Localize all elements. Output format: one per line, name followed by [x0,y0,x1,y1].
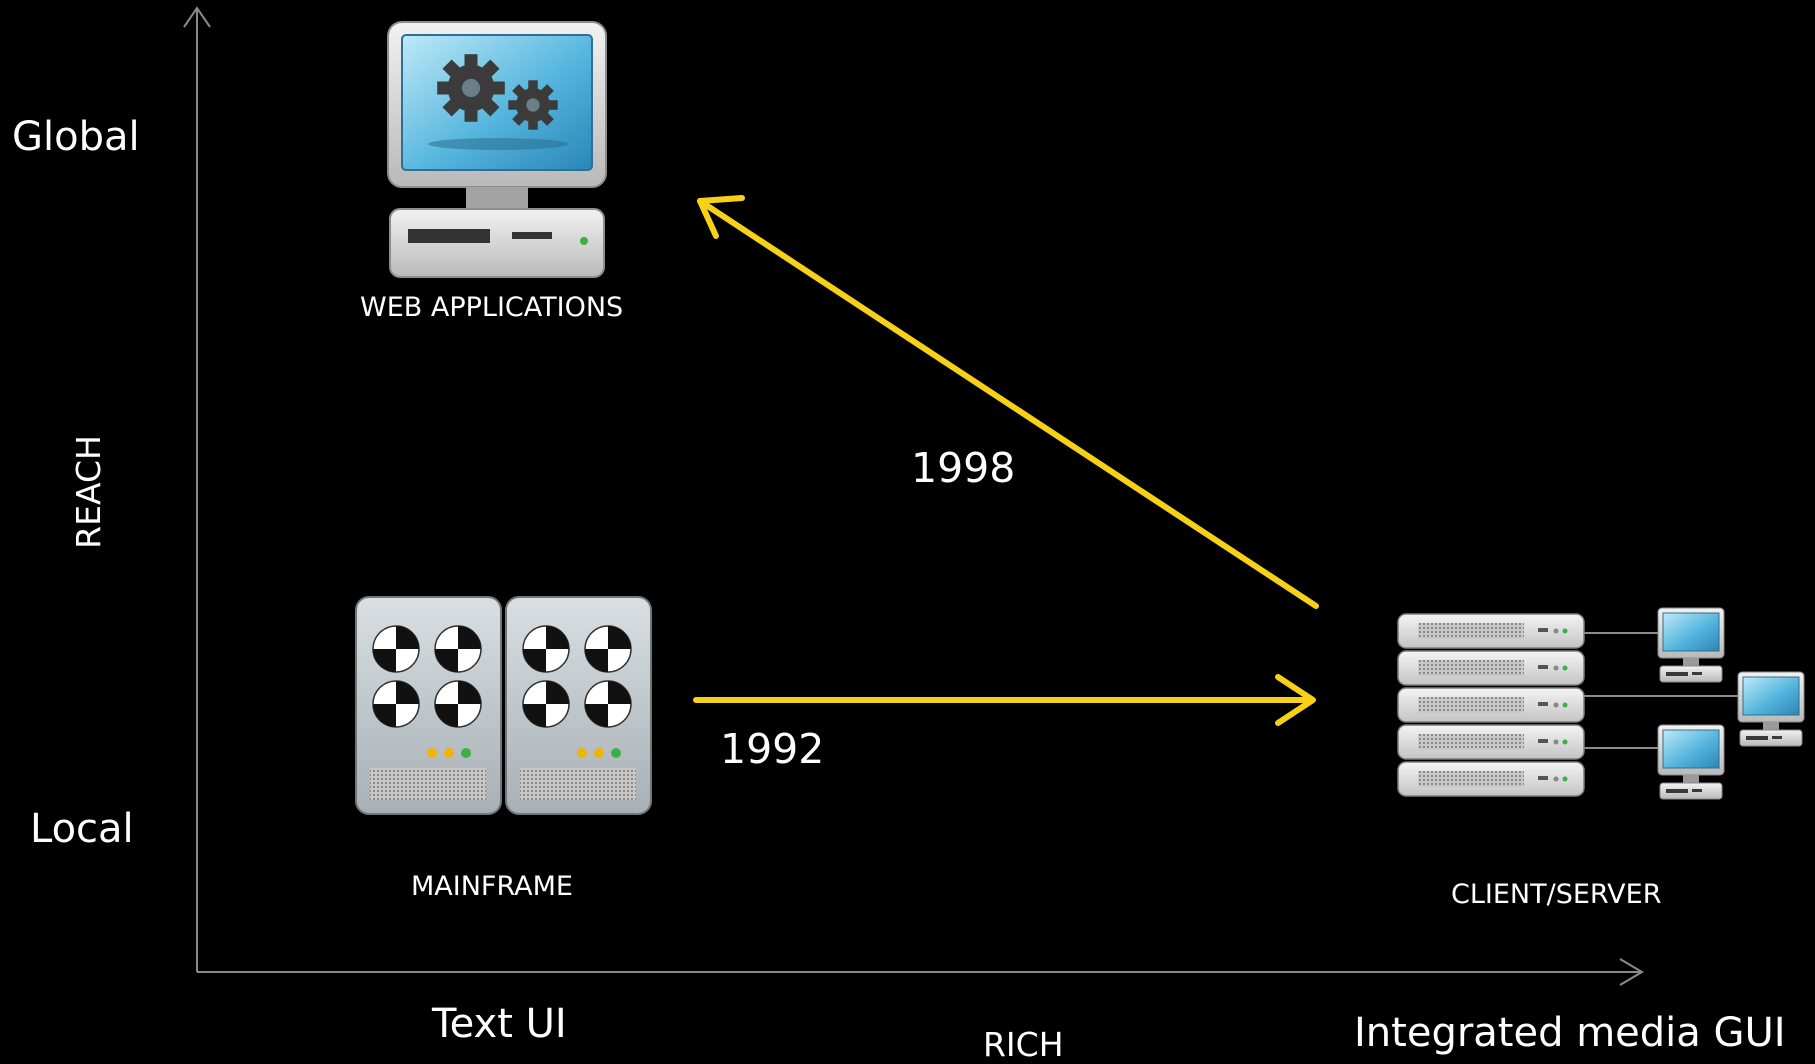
year-1992-label: 1992 [720,725,825,773]
x-axis-title: RICH [983,1025,1064,1064]
mainframe-icon [355,596,652,815]
arrow-1992 [693,674,1316,726]
mainframe-label: MAINFRAME [411,871,573,902]
web-applications-label: WEB APPLICATIONS [360,292,624,323]
arrow-1998 [697,195,1319,609]
y-axis-bottom-label: Local [30,806,134,852]
year-1998-label: 1998 [911,444,1016,492]
y-axis [183,6,211,972]
x-axis-left-label: Text UI [432,1001,567,1047]
computer-gears-icon [387,21,607,278]
client-server-label: CLIENT/SERVER [1451,879,1662,910]
x-axis [197,958,1644,986]
y-axis-top-label: Global [12,114,140,160]
server-rack-network-icon [1397,607,1805,800]
x-axis-right-label: Integrated media GUI [1354,1010,1786,1056]
y-axis-title: REACH [69,435,108,549]
